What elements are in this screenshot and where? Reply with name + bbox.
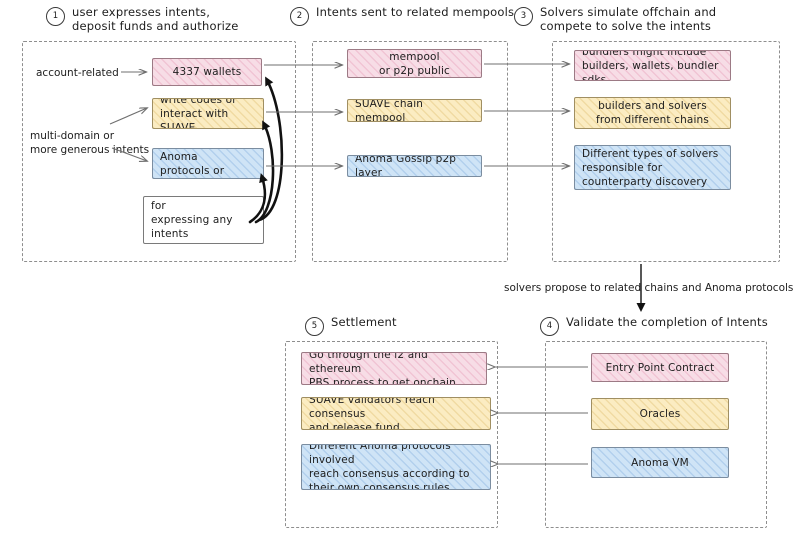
node-label: Anoma VM	[631, 456, 689, 469]
node-label: bundler's private mempool or p2p public …	[379, 50, 450, 77]
node-builders-solvers[interactable]: builders and solvers from different chai…	[574, 97, 731, 129]
section-title-5: Settlement	[331, 315, 397, 329]
label-account-related: account-related	[36, 67, 119, 79]
panel-section-2	[312, 41, 508, 262]
section-title-4: Validate the completion of Intents	[566, 315, 768, 329]
section-header-2: 2 Intents sent to related mempools	[290, 5, 515, 26]
node-label: Go through the l2 and ethereum PBS proce…	[309, 352, 456, 385]
label-flow-note: solvers propose to related chains and An…	[504, 282, 794, 294]
section-title-2: Intents sent to related mempools	[316, 5, 515, 19]
node-l2-ethereum-pbs[interactable]: Go through the l2 and ethereum PBS proce…	[301, 352, 487, 385]
section-title-3: Solvers simulate offchain and compete to…	[540, 5, 717, 33]
node-label: bundlers might include builders, wallets…	[582, 50, 719, 81]
node-bundlers-include[interactable]: bundlers might include builders, wallets…	[574, 50, 731, 81]
section-number-1: 1	[46, 7, 65, 26]
section-number-5: 5	[305, 317, 324, 336]
node-entry-point-contract[interactable]: Entry Point Contract	[591, 353, 729, 382]
node-label: general interface for expressing any int…	[151, 197, 249, 243]
node-write-codes-suave[interactable]: write codes or interact with SUAVE	[152, 98, 264, 129]
node-general-interface[interactable]: general interface for expressing any int…	[143, 196, 264, 244]
node-label: Anoma Gossip p2p layer	[355, 155, 457, 177]
node-suave-validators[interactable]: SUAVE validators reach consensus and rel…	[301, 397, 491, 430]
section-title-1: user expresses intents, deposit funds an…	[72, 5, 239, 33]
node-label: builders and solvers from different chai…	[596, 100, 709, 126]
label-multi-domain: multi-domain or more generous intents	[30, 130, 150, 156]
node-4337-wallets[interactable]: 4337 wallets	[152, 58, 262, 86]
node-bundler-mempool[interactable]: bundler's private mempool or p2p public …	[347, 49, 482, 78]
section-header-1: 1 user expresses intents, deposit funds …	[46, 5, 239, 33]
node-label: Different Anoma protocols involved reach…	[309, 444, 470, 490]
panel-section-5	[285, 341, 498, 528]
section-number-2: 2	[290, 7, 309, 26]
section-number-4: 4	[540, 317, 559, 336]
node-label: Oracles	[639, 408, 681, 420]
node-label: 4337 wallets	[172, 66, 242, 78]
node-label: SUAVE validators reach consensus and rel…	[309, 397, 435, 430]
node-suave-chain-mempool[interactable]: SUAVE chain mempool	[347, 99, 482, 122]
panel-section-3	[552, 41, 780, 262]
node-solver-types[interactable]: Different types of solvers responsible f…	[574, 145, 731, 190]
node-label: Entry Point Contract	[605, 361, 715, 374]
node-anoma-gossip-layer[interactable]: Anoma Gossip p2p layer	[347, 155, 482, 177]
section-header-5: 5 Settlement	[305, 315, 397, 336]
node-anoma-consensus[interactable]: Different Anoma protocols involved reach…	[301, 444, 491, 490]
panel-section-1	[22, 41, 296, 262]
section-header-4: 4 Validate the completion of Intents	[540, 315, 768, 336]
node-label: Different types of solvers responsible f…	[582, 147, 719, 188]
node-label: interact with Anoma protocols or dapps	[160, 150, 225, 177]
section-number-3: 3	[514, 7, 533, 26]
node-anoma-vm[interactable]: Anoma VM	[591, 447, 729, 478]
node-interact-anoma[interactable]: interact with Anoma protocols or dapps	[152, 148, 264, 179]
panel-section-4	[545, 341, 767, 528]
node-label: write codes or interact with SUAVE	[160, 98, 237, 129]
node-oracles[interactable]: Oracles	[591, 398, 729, 430]
node-label: SUAVE chain mempool	[355, 99, 424, 122]
section-header-3: 3 Solvers simulate offchain and compete …	[514, 5, 717, 33]
